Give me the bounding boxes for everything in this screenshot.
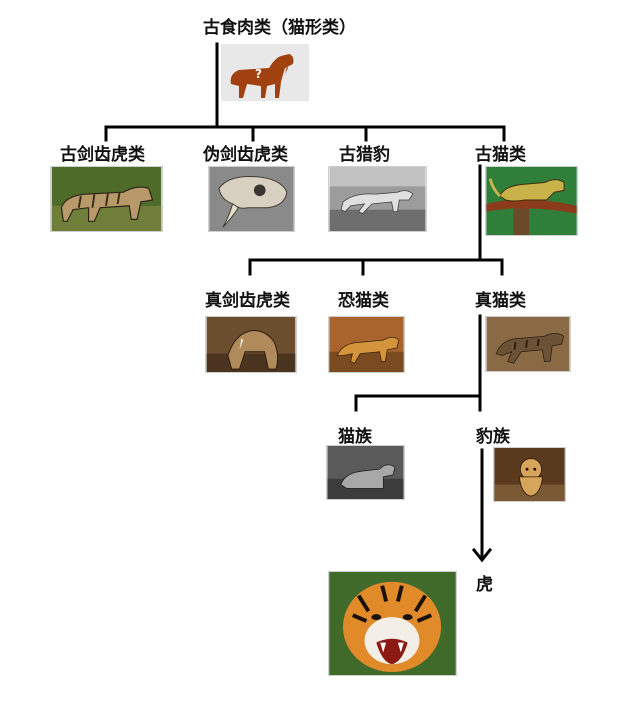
node-label-false-sabertooth: 伪剑齿虎类 (203, 145, 288, 165)
node-label-ancient-cheetah: 古猎豹 (339, 145, 390, 165)
true-cat-image (485, 316, 571, 372)
question-mark: ? (255, 67, 262, 81)
pantherini-image (493, 447, 566, 502)
mystery-sabertooth-icon: ? (221, 44, 309, 101)
arrow-head (471, 547, 493, 563)
true-sabertooth-image (205, 316, 297, 373)
root-label: 古食肉类（猫形类） (203, 18, 356, 38)
node-label-ancient-sabertooth: 古剑齿虎类 (60, 145, 145, 165)
node-label-felini: 猫族 (338, 427, 372, 447)
dinictis-image (328, 316, 405, 373)
node-label-pantherini: 豹族 (476, 427, 510, 447)
node-label-ancient-cat: 古猫类 (475, 145, 526, 165)
false-sabertooth-skull-image (208, 166, 295, 232)
ancient-cat-image (485, 166, 578, 236)
node-label-tiger: 虎 (476, 575, 493, 595)
tiger-image (328, 571, 457, 676)
felini-image (326, 445, 405, 500)
ancient-sabertooth-image (50, 166, 163, 232)
node-label-dinictis: 恐猫类 (338, 291, 389, 311)
node-label-true-sabertooth: 真剑齿虎类 (205, 291, 290, 311)
node-label-true-cat: 真猫类 (475, 291, 526, 311)
ancient-cheetah-image (328, 166, 427, 232)
